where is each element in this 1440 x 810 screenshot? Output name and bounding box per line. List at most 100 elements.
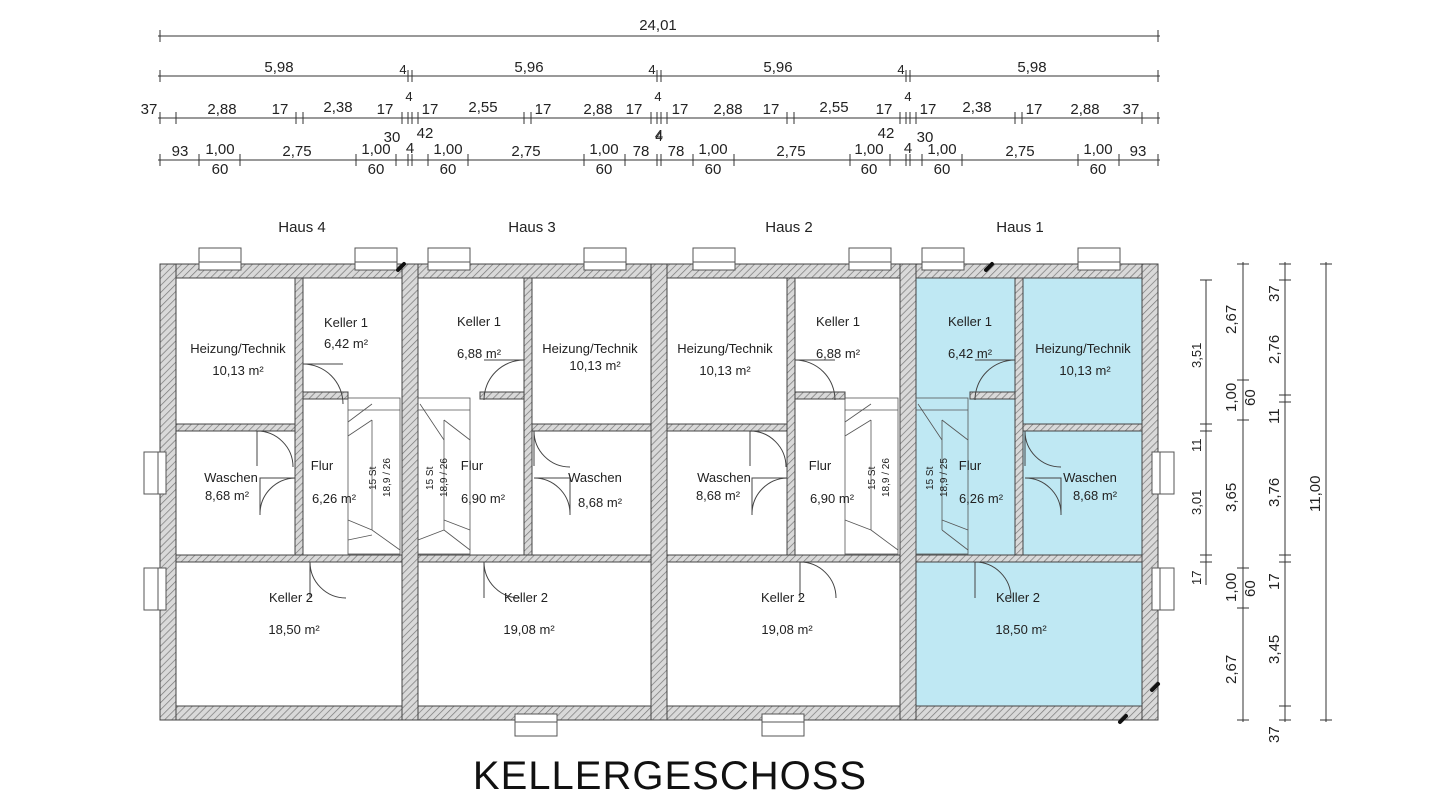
- house-label-1: Haus 1: [996, 219, 1044, 236]
- dim-row3b: 30: [917, 129, 934, 146]
- room-area: 8,68 m²: [1073, 488, 1118, 503]
- room-name: Waschen: [1063, 470, 1117, 485]
- dim-row4: 93: [172, 143, 189, 160]
- dim-row4b: 60: [934, 161, 951, 178]
- dim-row3: 17: [1026, 101, 1043, 118]
- page-title: KELLERGESCHOSS: [472, 754, 868, 798]
- window-wells: [143, 247, 1175, 737]
- room-name: Keller 1: [324, 315, 368, 330]
- dimension-chains-top: [158, 30, 1160, 166]
- room-name: Heizung/Technik: [677, 341, 773, 356]
- dim-row4: 93: [1130, 143, 1147, 160]
- dim-row3b: 42: [417, 125, 434, 142]
- dimension-labels-top: 24,01 5,98 4 5,96 4 5,96 4 5,98 37 2,88 …: [141, 17, 1147, 178]
- dim-row3: 2,55: [819, 99, 848, 116]
- dim-right-b: 60: [1242, 389, 1259, 406]
- room-area: 6,88 m²: [816, 346, 861, 361]
- dim-row3: 2,38: [323, 99, 352, 116]
- dim-row2: 5,98: [264, 59, 293, 76]
- room-area: 6,42 m²: [948, 346, 993, 361]
- dim-row4b: 60: [368, 161, 385, 178]
- stair-ratio: 18,9 / 26: [881, 458, 892, 497]
- dim-row4b: 60: [705, 161, 722, 178]
- dim-right-b: 1,00: [1223, 383, 1240, 412]
- dim-row4: 1,00: [589, 141, 618, 158]
- stair-ratio: 18,9 / 25: [939, 458, 950, 497]
- dim-row2: 5,98: [1017, 59, 1046, 76]
- stairs: [347, 397, 969, 555]
- dim-row3: 2,88: [1070, 101, 1099, 118]
- dim-row4: 4: [406, 140, 414, 157]
- room-area: 8,68 m²: [205, 488, 250, 503]
- room-name: Heizung/Technik: [1035, 341, 1131, 356]
- dim-row3: 4: [904, 89, 911, 104]
- dim-row3: 37: [141, 101, 158, 118]
- dim-row3: 2,55: [468, 99, 497, 116]
- dim-row3: 17: [535, 101, 552, 118]
- house-label-3: Haus 3: [508, 219, 556, 236]
- dim-row4b: 60: [596, 161, 613, 178]
- room-name: Flur: [311, 458, 334, 473]
- dim-right-c: 11: [1266, 408, 1283, 424]
- dim-right-b: 3,65: [1223, 483, 1240, 512]
- dim-row4b: 60: [440, 161, 457, 178]
- room-name: Waschen: [697, 470, 751, 485]
- dim-right-b: 1,00: [1223, 573, 1240, 602]
- room-name: Heizung/Technik: [190, 341, 286, 356]
- dim-row3: 2,38: [962, 99, 991, 116]
- dim-row2: 5,96: [514, 59, 543, 76]
- walls: [159, 263, 1159, 721]
- room-name: Heizung/Technik: [542, 341, 638, 356]
- house-label-4: Haus 4: [278, 219, 326, 236]
- dim-row4: 1,00: [205, 141, 234, 158]
- dim-row4: 2,75: [1005, 143, 1034, 160]
- room-labels: Heizung/Technik 10,13 m² Keller 1 6,42 m…: [190, 314, 1131, 637]
- room-area: 10,13 m²: [1059, 363, 1111, 378]
- dim-right-c: 17: [1266, 573, 1283, 590]
- room-name: Flur: [461, 458, 484, 473]
- dim-right-c: 3,45: [1266, 635, 1283, 664]
- room-name: Keller 2: [761, 590, 805, 605]
- room-area: 18,50 m²: [995, 622, 1047, 637]
- dim-right-c: 3,76: [1266, 478, 1283, 507]
- dim-row3: 2,88: [207, 101, 236, 118]
- dim-row3: 17: [377, 101, 394, 118]
- dim-right-b: 60: [1242, 580, 1259, 597]
- dim-row4: 1,00: [361, 141, 390, 158]
- room-area: 8,68 m²: [696, 488, 741, 503]
- dim-right-b: 2,67: [1223, 655, 1240, 684]
- house-label-2: Haus 2: [765, 219, 813, 236]
- dim-row3: 2,88: [713, 101, 742, 118]
- room-area: 6,90 m²: [810, 491, 855, 506]
- dim-right-a: 3,51: [1189, 343, 1204, 368]
- dim-row3: 17: [422, 101, 439, 118]
- room-name: Keller 2: [269, 590, 313, 605]
- dim-row4: 4: [904, 140, 912, 157]
- dim-row4: 1,00: [854, 141, 883, 158]
- dim-row3b: 4: [655, 129, 662, 144]
- room-name: Flur: [809, 458, 832, 473]
- dim-row4: 78: [633, 143, 650, 160]
- dim-row4: 1,00: [698, 141, 727, 158]
- dim-row3: 17: [920, 101, 937, 118]
- room-area: 6,88 m²: [457, 346, 502, 361]
- stair-steps: 15 St: [925, 466, 936, 490]
- doors: [256, 359, 1062, 599]
- dim-row3: 17: [272, 101, 289, 118]
- dimension-labels-right: 3,51 11 3,01 17 2,67 1,00 60 3,65 1,00 6…: [1189, 285, 1324, 743]
- dim-row3b: 42: [878, 125, 895, 142]
- dim-row3b: 30: [384, 129, 401, 146]
- dim-row4: 1,00: [1083, 141, 1112, 158]
- dim-row2: 4: [897, 62, 904, 77]
- dim-row4: 1,00: [433, 141, 462, 158]
- dim-row4: 2,75: [282, 143, 311, 160]
- dim-row3: 17: [672, 101, 689, 118]
- dim-row4b: 60: [1090, 161, 1107, 178]
- stair-ratio: 18,9 / 26: [382, 458, 393, 497]
- stair-steps: 15 St: [425, 466, 436, 490]
- dim-row3: 17: [626, 101, 643, 118]
- dim-right-a: 3,01: [1189, 490, 1204, 515]
- dim-right-c: 37: [1266, 285, 1283, 302]
- dim-row3: 17: [763, 101, 780, 118]
